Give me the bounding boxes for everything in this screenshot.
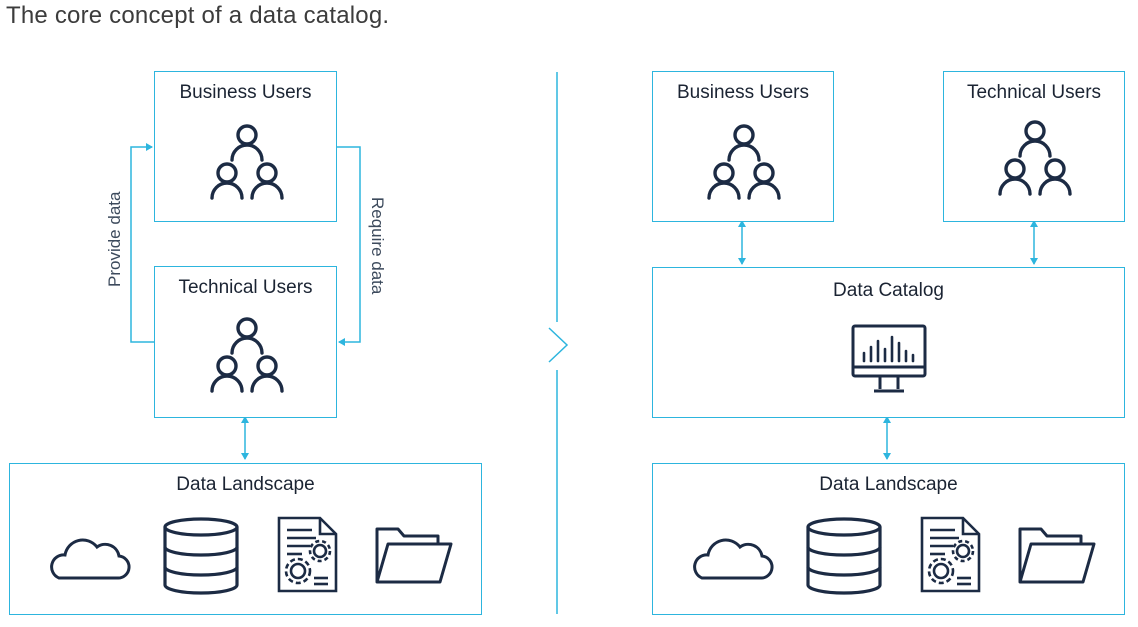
data-catalog-box: Data Catalog [652,267,1125,418]
left-business-users-label: Business Users [179,82,312,103]
right-technical-users-label: Technical Users [966,82,1102,103]
require-data-label: Require data [368,197,387,295]
left-data-landscape-label: Data Landscape [176,474,315,495]
require-data-arrow [337,146,361,346]
cloud-icon [693,538,774,580]
users-icon [210,124,284,200]
folder-icon [375,527,453,584]
left-business-users-box: Business Users [154,71,337,222]
right-business-users-label: Business Users [677,82,809,103]
folder-icon [1018,527,1096,584]
left-technical-users-box: Technical Users [154,266,337,418]
document-gear-icon [277,516,338,593]
document-gear-icon [920,516,981,593]
right-data-landscape-box: Data Landscape [652,463,1125,615]
provide-data-arrow [130,143,154,343]
users-icon [998,120,1072,196]
provide-data-label: Provide data [105,191,124,287]
chevron-right-icon [548,327,569,363]
users-icon [210,317,284,393]
cloud-icon [50,538,131,580]
database-icon [163,517,239,595]
monitor-chart-icon [851,324,927,393]
page-title: The core concept of a data catalog. [6,2,390,29]
right-data-landscape-label: Data Landscape [819,474,958,495]
users-icon [707,124,781,200]
right-technical-users-box: Technical Users [943,71,1125,222]
left-technical-users-label: Technical Users [178,277,313,298]
data-catalog-label: Data Catalog [833,280,944,301]
left-data-landscape-box: Data Landscape [9,463,482,615]
database-icon [806,517,882,595]
right-business-users-box: Business Users [652,71,834,222]
